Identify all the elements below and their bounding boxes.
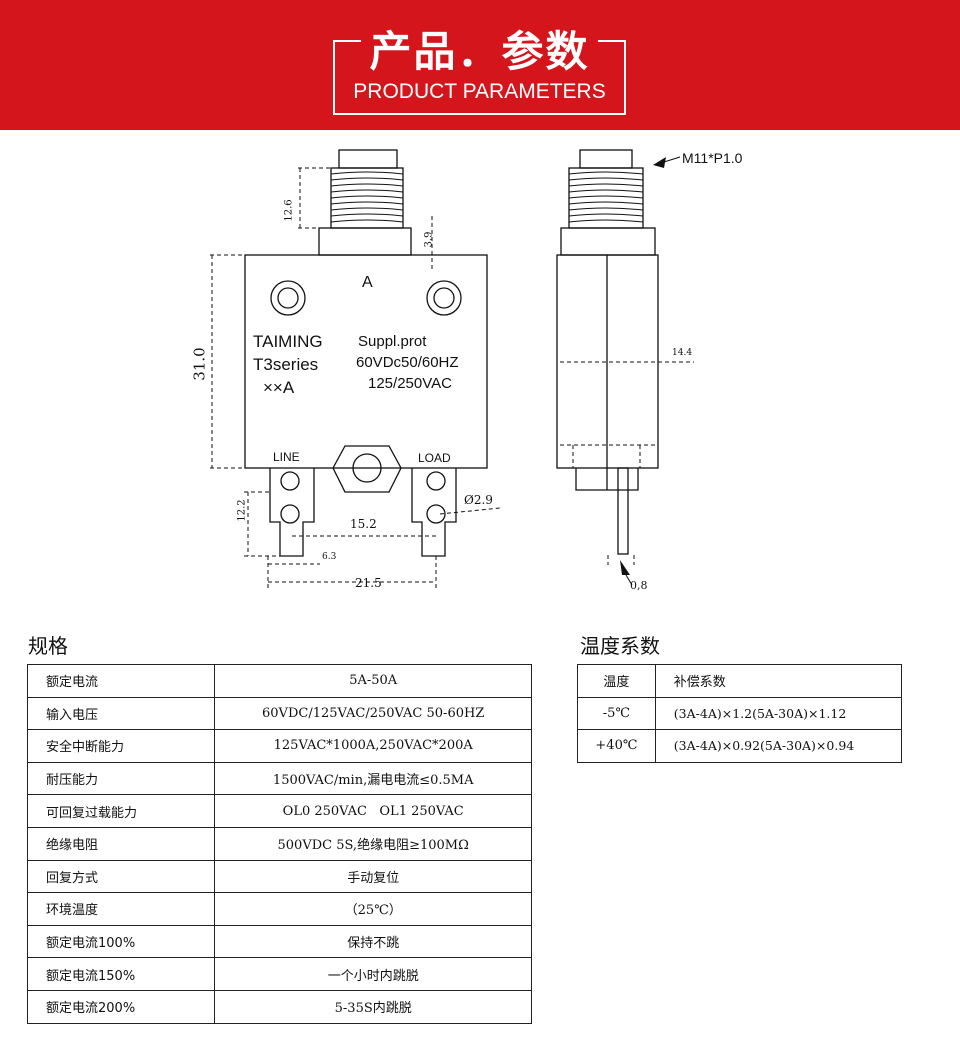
table-row: 回复方式手动复位 bbox=[26, 859, 532, 894]
spec-value: 60VDC/125VAC/250VAC 50-60HZ bbox=[214, 696, 532, 731]
temp-table: 温度 补偿系数 -5℃ (3A-4A)×1.2(5A-30A)×1.12 +40… bbox=[577, 664, 903, 763]
temp-cell: -5℃ bbox=[577, 696, 656, 731]
spec-key: 回复方式 bbox=[26, 859, 216, 894]
spec-key: 额定电流150% bbox=[26, 957, 216, 991]
header-banner bbox=[0, 0, 960, 130]
brand-label: TAIMING bbox=[253, 332, 323, 351]
spec-key: 绝缘电阻 bbox=[26, 826, 216, 861]
spec-value: （25℃） bbox=[214, 892, 532, 926]
temp-header-row: 温度 补偿系数 bbox=[577, 664, 903, 698]
thread-label: M11*P1.0 bbox=[682, 150, 743, 166]
temp-header-temp: 温度 bbox=[577, 664, 656, 698]
series-label: T3series bbox=[253, 355, 319, 374]
spec-value: 手动复位 bbox=[214, 859, 532, 894]
dim-0-8: 0,8 bbox=[630, 579, 648, 592]
spec-value: 保持不跳 bbox=[214, 924, 532, 959]
technical-drawing bbox=[210, 149, 694, 590]
spec-key: 安全中断能力 bbox=[26, 729, 216, 763]
dc-label: 60VDc50/60HZ bbox=[356, 354, 459, 371]
coef-cell: (3A-4A)×0.92(5A-30A)×0.94 bbox=[654, 729, 903, 763]
spec-title: 规格 bbox=[28, 634, 68, 658]
table-row: 额定电流200%5-35S内跳脱 bbox=[26, 989, 532, 1024]
dim-3-9: 3.9 bbox=[423, 231, 435, 248]
rating-label: ××A bbox=[263, 378, 295, 397]
temp-header-coef: 补偿系数 bbox=[654, 664, 903, 698]
dim-14-4: 14.4 bbox=[672, 348, 693, 358]
dim-2-9: Ø2.9 bbox=[464, 493, 493, 507]
line-label: LINE bbox=[273, 450, 300, 464]
spec-value: 500VDC 5S,绝缘电阻≥100MΩ bbox=[214, 826, 532, 861]
temp-cell: +40℃ bbox=[577, 729, 656, 763]
dim-12-2: 12.2 bbox=[236, 499, 248, 522]
dim-6-3: 6.3 bbox=[322, 552, 337, 562]
spec-value: 1500VAC/min,漏电电流≤0.5MA bbox=[214, 761, 532, 796]
spec-key: 额定电流 bbox=[26, 664, 216, 698]
spec-key: 额定电流200% bbox=[26, 989, 216, 1024]
dim-21-5: 21.5 bbox=[355, 576, 382, 590]
table-row: 额定电流100%保持不跳 bbox=[26, 924, 532, 959]
spec-value: 一个小时内跳脱 bbox=[214, 957, 532, 991]
temp-title: 温度系数 bbox=[580, 634, 660, 658]
suppl-label: Suppl.prot bbox=[358, 333, 427, 350]
table-row: +40℃ (3A-4A)×0.92(5A-30A)×0.94 bbox=[577, 729, 903, 763]
dim-12-6: 12.6 bbox=[283, 199, 295, 222]
coef-cell: (3A-4A)×1.2(5A-30A)×1.12 bbox=[654, 696, 903, 731]
dim-15-2: 15.2 bbox=[350, 517, 377, 531]
dim-31-0: 31.0 bbox=[190, 347, 209, 381]
spec-key: 环境温度 bbox=[26, 892, 216, 926]
front-label-a: A bbox=[362, 274, 373, 291]
table-row: -5℃ (3A-4A)×1.2(5A-30A)×1.12 bbox=[577, 696, 903, 731]
load-label: LOAD bbox=[418, 451, 451, 465]
header-frame-top-left bbox=[333, 40, 361, 42]
spec-key: 输入电压 bbox=[26, 696, 216, 731]
header-frame bbox=[333, 40, 626, 115]
ac-label: 125/250VAC bbox=[368, 375, 452, 392]
spec-key: 耐压能力 bbox=[26, 761, 216, 796]
table-row: 环境温度（25℃） bbox=[26, 892, 532, 926]
spec-value: 5A-50A bbox=[214, 664, 532, 698]
table-row: 额定电流150%一个小时内跳脱 bbox=[26, 957, 532, 991]
spec-key: 可回复过载能力 bbox=[26, 794, 216, 828]
header-frame-top-right bbox=[598, 40, 626, 42]
spec-key: 额定电流100% bbox=[26, 924, 216, 959]
spec-value: 5-35S内跳脱 bbox=[214, 989, 532, 1024]
page-subtitle: PRODUCT PARAMETERS bbox=[353, 80, 606, 103]
page-title: 产品．参数 bbox=[369, 27, 590, 76]
spec-value: OL0 250VAC OL1 250VAC bbox=[214, 794, 532, 828]
spec-value: 125VAC*1000A,250VAC*200A bbox=[214, 729, 532, 763]
